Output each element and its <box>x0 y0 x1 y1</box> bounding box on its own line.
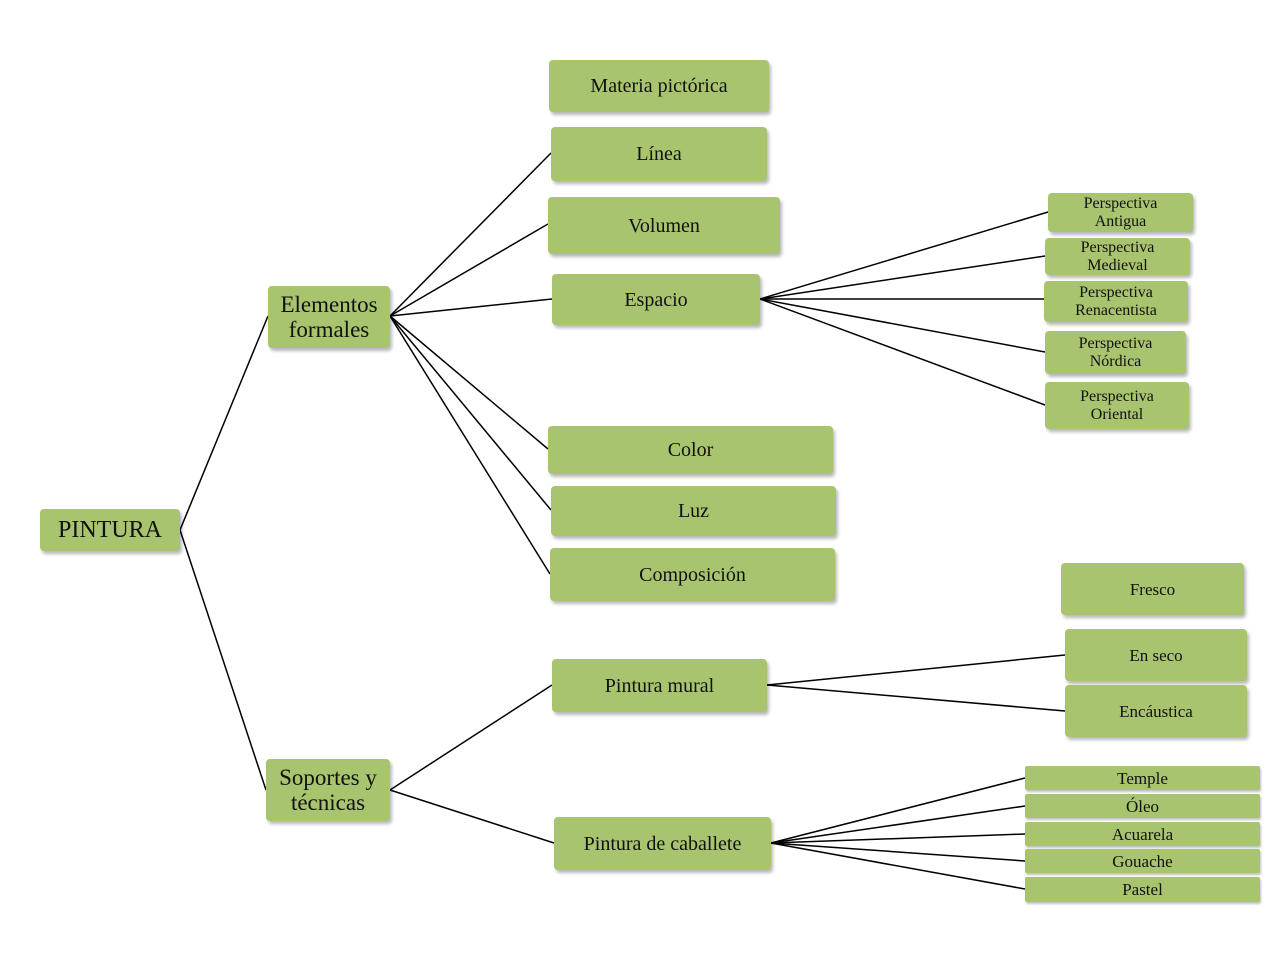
link-elementos-luz <box>389 315 552 511</box>
node-color[interactable]: Color <box>548 426 833 474</box>
link-mural-encaustica <box>766 684 1066 712</box>
link-caballete-pastel <box>770 842 1026 890</box>
node-acuarela[interactable]: Acuarela <box>1025 822 1260 846</box>
node-fresco[interactable]: Fresco <box>1061 563 1244 615</box>
link-espacio-medieval <box>759 255 1046 300</box>
node-linea[interactable]: Línea <box>551 127 767 181</box>
node-pintura[interactable]: PINTURA <box>40 509 180 551</box>
node-oleo[interactable]: Óleo <box>1025 794 1260 818</box>
link-caballete-acuarela <box>770 833 1026 844</box>
node-pastel[interactable]: Pastel <box>1025 877 1260 902</box>
link-pintura-elementos <box>179 315 269 531</box>
link-espacio-antigua <box>759 211 1049 300</box>
node-perspectiva-medieval[interactable]: Perspectiva Medieval <box>1045 238 1190 275</box>
node-elementos-formales[interactable]: Elementos formales <box>268 286 390 348</box>
node-espacio[interactable]: Espacio <box>552 274 760 325</box>
link-espacio-nordica <box>759 298 1046 353</box>
node-pintura-mural[interactable]: Pintura mural <box>552 659 767 712</box>
node-perspectiva-nordica[interactable]: Perspectiva Nórdica <box>1045 331 1186 374</box>
node-gouache[interactable]: Gouache <box>1025 849 1260 873</box>
link-caballete-oleo <box>770 805 1026 844</box>
link-elementos-composicion <box>389 315 551 575</box>
node-materia-pictorica[interactable]: Materia pictórica <box>549 60 769 112</box>
link-espacio-oriental <box>759 298 1046 406</box>
node-perspectiva-oriental[interactable]: Perspectiva Oriental <box>1045 382 1189 429</box>
link-caballete-temple <box>770 777 1026 844</box>
link-caballete-gouache <box>770 842 1026 862</box>
link-elementos-color <box>389 315 549 450</box>
link-pintura-soportes <box>179 529 267 791</box>
node-perspectiva-antigua[interactable]: Perspectiva Antigua <box>1048 193 1193 232</box>
node-volumen[interactable]: Volumen <box>548 197 780 254</box>
node-soportes-tecnicas[interactable]: Soportes y técnicas <box>266 759 390 821</box>
link-elementos-volumen <box>389 223 549 317</box>
node-temple[interactable]: Temple <box>1025 766 1260 790</box>
node-encaustica[interactable]: Encáustica <box>1065 685 1247 737</box>
node-composicion[interactable]: Composición <box>550 548 835 601</box>
node-luz[interactable]: Luz <box>551 486 836 536</box>
link-soportes-caballete <box>389 789 555 844</box>
link-elementos-espacio <box>389 298 553 317</box>
link-mural-enseco <box>766 654 1066 686</box>
node-pintura-caballete[interactable]: Pintura de caballete <box>554 817 771 870</box>
link-elementos-linea <box>389 152 552 317</box>
link-soportes-mural <box>389 684 553 791</box>
node-perspectiva-renacentista[interactable]: Perspectiva Renacentista <box>1044 281 1188 322</box>
node-en-seco[interactable]: En seco <box>1065 629 1247 681</box>
